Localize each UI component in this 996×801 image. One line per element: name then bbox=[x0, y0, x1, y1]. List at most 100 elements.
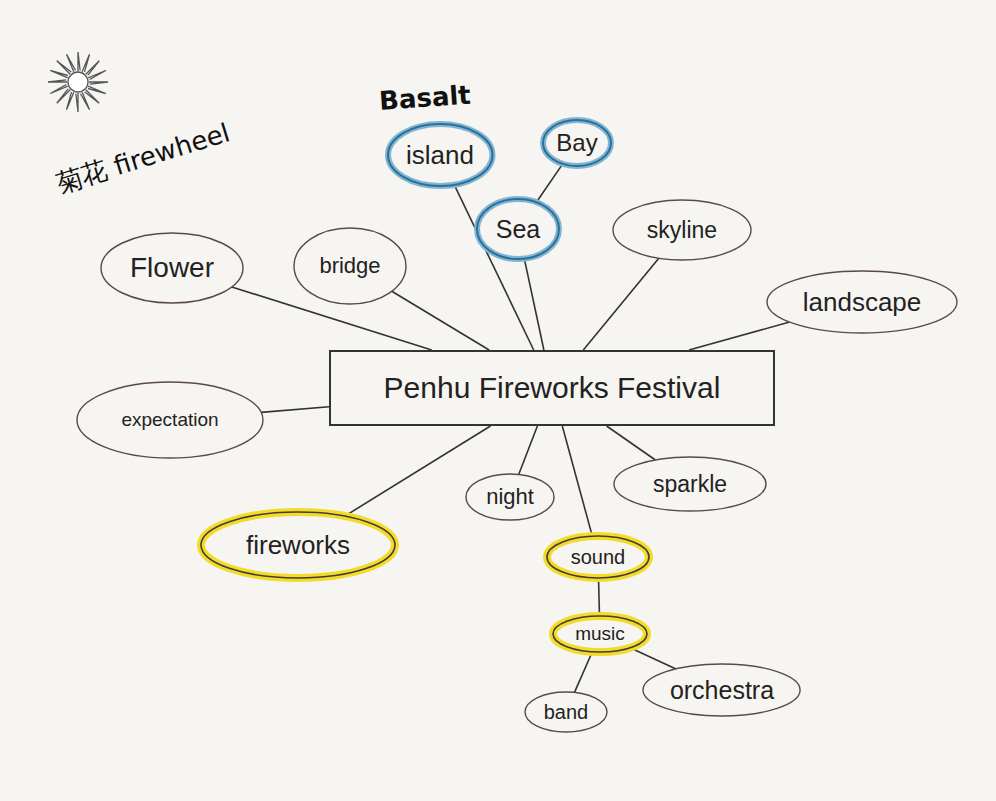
ellipse-stroke bbox=[388, 124, 493, 186]
ellipse-stroke bbox=[477, 199, 559, 259]
topic-ellipse: bridge bbox=[289, 223, 411, 309]
ellipse-stroke bbox=[613, 200, 751, 260]
ellipse-stroke bbox=[643, 664, 800, 716]
topic-ellipse: expectation bbox=[72, 377, 268, 463]
topic-text: Flower bbox=[130, 252, 214, 284]
topic-ellipse: island bbox=[383, 119, 498, 191]
ellipse-stroke bbox=[101, 233, 243, 303]
petal-stroke bbox=[88, 71, 106, 80]
topic-ellipse: sound bbox=[542, 531, 654, 583]
branch-line bbox=[392, 291, 489, 350]
branch-line bbox=[524, 259, 544, 350]
topic-text: night bbox=[486, 484, 534, 510]
text-wrap: island bbox=[406, 140, 474, 171]
text-wrap: Bay bbox=[556, 129, 597, 157]
branch-line bbox=[562, 426, 592, 536]
branch-line bbox=[519, 426, 538, 475]
petal-stroke bbox=[78, 52, 80, 71]
topic-ellipse: Bay bbox=[538, 115, 616, 171]
ellipse-stroke bbox=[388, 124, 493, 186]
central-topic-box: Penhu Fireworks Festival bbox=[329, 350, 775, 426]
ellipse-stroke bbox=[547, 536, 649, 578]
text-wrap: bridge bbox=[319, 253, 380, 279]
text-wrap: music bbox=[575, 623, 625, 645]
petal-stroke bbox=[50, 71, 68, 78]
ellipse-stroke bbox=[201, 512, 395, 578]
branch-line bbox=[630, 648, 676, 669]
petal-stroke bbox=[76, 93, 78, 112]
topic-text: sound bbox=[571, 546, 626, 569]
topic-text: landscape bbox=[803, 287, 922, 318]
text-wrap: sound bbox=[571, 546, 626, 569]
petal-stroke bbox=[89, 82, 108, 84]
ellipse-stroke bbox=[553, 616, 647, 652]
ellipse-stroke bbox=[294, 228, 406, 304]
topic-text: Sea bbox=[496, 215, 540, 244]
petal-stroke bbox=[82, 54, 89, 72]
text-wrap: night bbox=[486, 484, 534, 510]
ellipse-stroke bbox=[525, 692, 607, 732]
topic-text: music bbox=[575, 623, 625, 645]
topic-text: band bbox=[544, 701, 589, 724]
ellipse-stroke bbox=[553, 616, 647, 652]
topic-text: fireworks bbox=[246, 530, 350, 561]
branch-line bbox=[583, 258, 659, 350]
petal-stroke bbox=[57, 89, 70, 103]
text-wrap: Penhu Fireworks Festival bbox=[384, 371, 721, 405]
branch-line bbox=[689, 322, 790, 350]
petal-stroke bbox=[86, 61, 99, 75]
text-wrap: Flower bbox=[130, 252, 214, 284]
topic-text: bridge bbox=[319, 253, 380, 279]
branch-line bbox=[607, 426, 656, 460]
topic-ellipse: sparkle bbox=[609, 452, 771, 516]
topic-text: sparkle bbox=[653, 471, 727, 498]
petal-stroke bbox=[67, 54, 76, 72]
text-wrap: skyline bbox=[647, 217, 717, 244]
text-wrap: sparkle bbox=[653, 471, 727, 498]
topic-ellipse: band bbox=[520, 687, 612, 737]
topic-ellipse: fireworks bbox=[196, 507, 400, 583]
branch-line bbox=[261, 407, 329, 413]
branch-line bbox=[575, 652, 593, 693]
ellipse-stroke bbox=[547, 536, 649, 578]
annotation-label: Basalt bbox=[378, 80, 472, 116]
branch-line bbox=[599, 578, 600, 616]
ellipse-stroke bbox=[543, 120, 611, 166]
flower-icon bbox=[48, 52, 108, 112]
topic-ellipse: night bbox=[461, 469, 559, 525]
petal-stroke bbox=[81, 92, 90, 110]
text-wrap: orchestra bbox=[670, 676, 774, 705]
petal-stroke bbox=[85, 90, 99, 103]
topic-text: expectation bbox=[121, 409, 218, 431]
ellipse-stroke bbox=[77, 382, 263, 458]
topic-text: Penhu Fireworks Festival bbox=[384, 371, 721, 405]
petal-stroke bbox=[57, 61, 71, 74]
ellipse-stroke bbox=[477, 199, 559, 259]
topic-ellipse: orchestra bbox=[638, 659, 805, 721]
petal-stroke bbox=[50, 85, 68, 94]
text-wrap: expectation bbox=[121, 409, 218, 431]
petal-stroke bbox=[88, 86, 106, 93]
ellipse-stroke bbox=[614, 457, 766, 511]
petal-stroke bbox=[67, 92, 74, 110]
topic-ellipse: Sea bbox=[472, 194, 564, 264]
ellipse-stroke bbox=[543, 120, 611, 166]
ellipse-stroke bbox=[201, 512, 395, 578]
text-wrap: band bbox=[544, 701, 589, 724]
topic-text: orchestra bbox=[670, 676, 774, 705]
topic-ellipse: landscape bbox=[762, 266, 962, 338]
topic-ellipse: music bbox=[548, 611, 652, 657]
topic-ellipse: skyline bbox=[608, 195, 756, 265]
ellipse-stroke bbox=[767, 271, 957, 333]
ellipse-stroke bbox=[466, 474, 554, 520]
topic-text: island bbox=[406, 140, 474, 171]
petal-stroke bbox=[48, 80, 67, 82]
text-wrap: fireworks bbox=[246, 530, 350, 561]
annotation-label: 菊花 firewheel bbox=[52, 115, 234, 201]
text-wrap: landscape bbox=[803, 287, 922, 318]
topic-text: skyline bbox=[647, 217, 717, 244]
text-wrap: Sea bbox=[496, 215, 540, 244]
topic-ellipse: Flower bbox=[96, 228, 248, 308]
branch-line bbox=[536, 164, 562, 202]
